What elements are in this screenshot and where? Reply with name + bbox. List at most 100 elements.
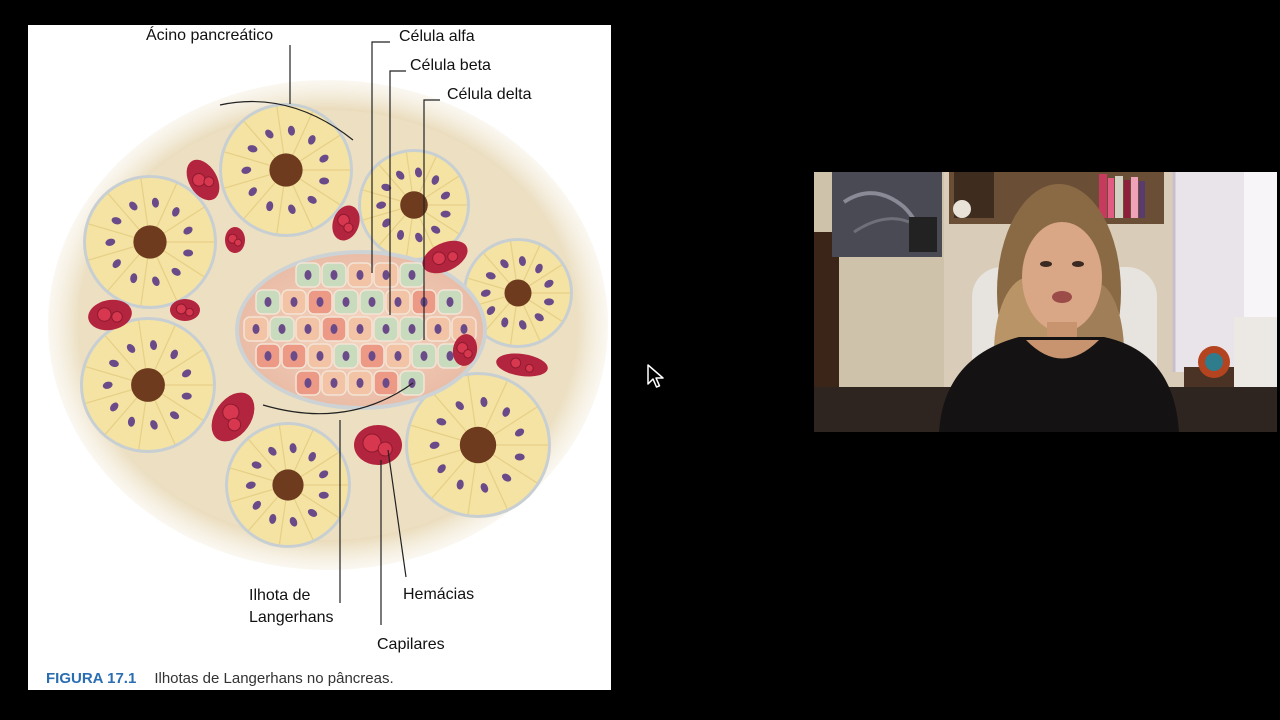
acinus — [358, 149, 470, 261]
acinus-nucleus — [150, 420, 158, 430]
capillaries-layer — [88, 159, 548, 465]
acinus-nucleus — [431, 225, 441, 234]
acinus-nucleus — [110, 402, 119, 412]
islet-nucleus — [316, 297, 324, 307]
acinus-nucleus — [181, 392, 192, 400]
acinus-nucleus — [269, 513, 277, 524]
acinus-lumen — [272, 469, 304, 501]
figure-number: FIGURA 17.1 — [46, 670, 137, 687]
acinus-nucleus — [112, 259, 121, 269]
label-ilhota-line2: Langerhans — [249, 609, 334, 626]
acini-layer — [80, 103, 573, 548]
red-blood-cell — [447, 251, 459, 262]
islet-nucleus — [446, 297, 454, 307]
islet-nucleus — [356, 378, 364, 388]
delta-leader — [423, 99, 440, 340]
ilhota-bracket — [262, 382, 414, 415]
capillary — [422, 240, 468, 274]
islet-nucleus — [342, 297, 350, 307]
langerhans-diagram — [48, 41, 608, 625]
islet-nucleus — [382, 270, 390, 280]
islet-nucleus — [264, 351, 272, 361]
red-blood-cell — [343, 222, 354, 233]
islet-nucleus — [304, 378, 312, 388]
hemacias-leader — [387, 449, 407, 578]
red-blood-cell — [175, 303, 187, 315]
acinus-nucleus — [245, 481, 256, 489]
islet-nucleus — [290, 351, 298, 361]
islet-nucleus — [304, 324, 312, 334]
capillary — [496, 353, 548, 377]
acinus-nucleus — [268, 446, 277, 456]
islet-nucleus — [356, 270, 364, 280]
mouse-pointer-icon — [647, 364, 665, 395]
capillary — [170, 299, 200, 321]
acinus-nucleus — [109, 359, 119, 368]
acinus-nucleus — [319, 470, 329, 479]
islet-nucleus — [382, 324, 390, 334]
acinus — [80, 317, 216, 453]
acinus-nucleus — [181, 369, 192, 378]
red-blood-cell — [227, 417, 242, 432]
islet-nucleus — [408, 270, 416, 280]
capillary — [332, 205, 360, 241]
capillary — [452, 334, 478, 366]
acinus-nucleus — [288, 204, 296, 215]
red-blood-cell — [525, 363, 534, 373]
acinus-nucleus — [431, 175, 440, 185]
beta-leader — [389, 70, 406, 315]
acinus-nucleus — [518, 256, 526, 267]
acinus-nucleus — [480, 397, 488, 407]
acinus-nucleus — [248, 187, 257, 197]
label-celula-alfa: Célula alfa — [399, 28, 475, 45]
acinus-nucleus — [319, 154, 329, 163]
acinus-nucleus — [500, 259, 509, 269]
red-blood-cell — [432, 251, 446, 266]
acinus-nucleus — [381, 183, 392, 192]
acinus-nucleus — [501, 473, 512, 482]
acinus-nucleus — [129, 201, 138, 211]
acinus-nucleus — [252, 500, 262, 510]
red-blood-cell — [377, 441, 393, 457]
islet-nucleus — [304, 270, 312, 280]
label-acino-pancreatico: Ácino pancreático — [146, 27, 274, 44]
acinus-nucleus — [172, 207, 180, 217]
label-ilhota-line1: Ilhota de — [249, 587, 311, 604]
acinus-lumen — [133, 225, 167, 259]
islet-nucleus — [316, 351, 324, 361]
acinus-nucleus — [514, 428, 525, 437]
acinus-nucleus — [319, 177, 330, 185]
red-blood-cell — [111, 311, 123, 323]
red-blood-cell — [222, 403, 240, 421]
presenter-webcam — [814, 172, 1277, 432]
red-blood-cell — [234, 238, 242, 247]
acinus-nucleus — [289, 443, 297, 454]
islet-nucleus — [356, 324, 364, 334]
acinus-nucleus — [437, 464, 446, 474]
acinus-lumen — [269, 153, 303, 187]
acinus-nucleus — [535, 263, 543, 274]
acinus-nucleus — [151, 197, 159, 208]
acinus-nucleus — [307, 195, 317, 204]
acinus-nucleus — [127, 416, 136, 427]
islet-nucleus — [290, 297, 298, 307]
red-blood-cell — [185, 307, 194, 317]
acinus-nucleus — [169, 411, 180, 420]
acinus — [83, 175, 217, 309]
islet-of-langerhans — [235, 250, 487, 410]
islet-nucleus — [408, 324, 416, 334]
islet-nucleus — [330, 378, 338, 388]
figure-panel: Ácino pancreático Célula alfa Célula bet… — [28, 25, 611, 690]
acinus-nucleus — [183, 226, 193, 235]
leader-lines — [219, 41, 440, 625]
acinus-nucleus — [414, 167, 423, 178]
islet-nucleus — [394, 297, 402, 307]
islet-nucleus — [264, 297, 272, 307]
acinus-nucleus — [308, 135, 316, 145]
acinus-nucleus — [456, 479, 464, 490]
acinus-nucleus — [289, 517, 298, 527]
acinus-nucleus — [152, 276, 160, 287]
acinus-nucleus — [429, 441, 440, 449]
acinus-nucleus — [318, 491, 329, 499]
acinus-nucleus — [376, 201, 387, 209]
